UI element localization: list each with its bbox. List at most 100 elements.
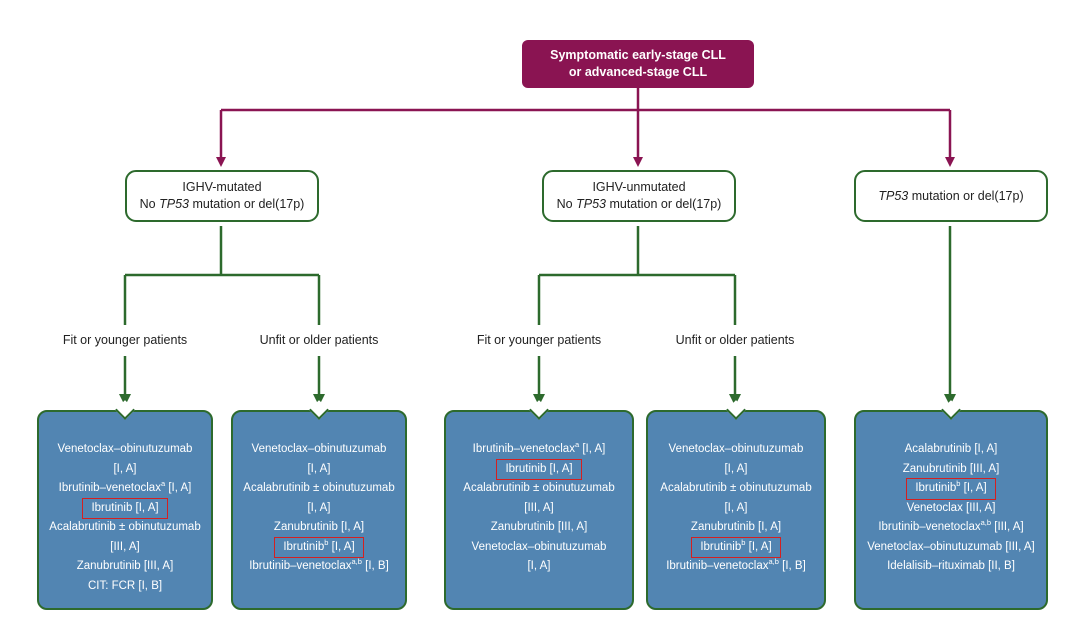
treatment-text: CIT: FCR [I, B]: [87, 579, 163, 592]
treatment-text: Venetoclax–obinutuzumab [III, A]: [867, 540, 1035, 553]
footnote-marker: b: [956, 479, 961, 489]
treatment-line-highlighted: Ibrutinib [I, A]: [82, 497, 168, 519]
footnote-marker: a,b: [980, 518, 992, 528]
root-connectors: [216, 88, 955, 167]
treatment-line: Zanubrutinib [III, A]: [856, 460, 1046, 480]
treatment-line: CIT: FCR [I, B]: [39, 577, 211, 597]
footnote-marker: a,b: [768, 557, 779, 567]
treatment-line: Acalabrutinib [I, A]: [856, 440, 1046, 460]
subtitle-gene: TP53: [576, 197, 606, 211]
treatment-line: Venetoclax–obinutuzumab: [39, 440, 211, 460]
footnote-marker: b: [324, 537, 329, 547]
treatment-text: Venetoclax–obinutuzumab: [57, 443, 193, 455]
treatment-text: Venetoclax–obinutuzumab: [668, 443, 804, 455]
treatment-line: Ibrutinib–venetoclaxa [I, A]: [39, 479, 211, 499]
evidence-grade: [I, A]: [165, 482, 192, 494]
treatment-line-highlighted: Ibrutinibb [I, A]: [691, 536, 781, 558]
treatment-line: Idelalisib–rituximab [II, B]: [856, 557, 1046, 577]
subtitle-gene: TP53: [159, 197, 189, 211]
category-subtitle: No TP53 mutation or del(17p): [140, 196, 305, 213]
footnote-marker: a: [160, 479, 166, 489]
treatment-line: [I, A]: [446, 557, 632, 577]
treatment-line: Acalabrutinib ± obinutuzumab: [446, 479, 632, 499]
treatment-line: Acalabrutinib ± obinutuzumab: [648, 479, 824, 499]
subtitle-suffix: mutation or del(17p): [908, 188, 1024, 203]
treatment-line: Venetoclax [III, A]: [856, 499, 1046, 519]
category-title: IGHV-unmutated: [592, 180, 686, 194]
evidence-grade: [I, A]: [960, 482, 987, 494]
evidence-grade: [I, B]: [778, 560, 806, 572]
treatment-text: [I, A]: [113, 462, 137, 475]
treatment-text: [III, A]: [524, 501, 554, 514]
root-node: Symptomatic early-stage CLL or advanced-…: [522, 40, 754, 88]
treatment-line: [III, A]: [39, 538, 211, 558]
treatment-line: Venetoclax–obinutuzumab [III, A]: [856, 538, 1046, 558]
treatment-line: [I, A]: [39, 460, 211, 480]
treatment-text: Ibrutinib–venetoclax: [666, 560, 769, 572]
treatment-line: Zanubrutinib [I, A]: [233, 518, 405, 538]
treatment-text: Acalabrutinib ± obinutuzumab: [463, 482, 615, 494]
subtitle-suffix: mutation or del(17p): [606, 197, 722, 211]
subgroup-label-unfit: Unfit or older patients: [259, 333, 379, 347]
evidence-grade: [I, B]: [361, 560, 389, 572]
treatment-line: [III, A]: [446, 499, 632, 519]
subgroup-label-fit: Fit or younger patients: [476, 333, 602, 347]
treatment-text: Ibrutinib–venetoclax: [878, 521, 981, 533]
treatment-text: Venetoclax [III, A]: [906, 501, 996, 514]
treatment-line-highlighted: Ibrutinib [I, A]: [496, 458, 582, 480]
treatment-line: Ibrutinib–venetoclaxa,b [I, B]: [648, 557, 824, 577]
treatment-text: Acalabrutinib ± obinutuzumab: [660, 482, 812, 494]
treatment-line: Zanubrutinib [I, A]: [648, 518, 824, 538]
category-ighv-mutated: IGHV-mutated No TP53 mutation or del(17p…: [125, 170, 319, 222]
treatment-line-highlighted: Ibrutinibb [I, A]: [274, 536, 364, 558]
subtitle-prefix: No: [556, 197, 577, 211]
treatment-box-tp53: Acalabrutinib [I, A] Zanubrutinib [III, A…: [854, 400, 1048, 610]
subtitle-gene: TP53: [878, 188, 909, 203]
root-line1: Symptomatic early-stage CLL: [550, 48, 726, 62]
treatment-line: [I, A]: [233, 499, 405, 519]
treatment-text: Zanubrutinib [I, A]: [690, 521, 782, 533]
treatment-text: Zanubrutinib [I, A]: [273, 521, 365, 533]
treatment-box-mutated-fit: Venetoclax–obinutuzumab[I, A]Ibrutinib–v…: [37, 400, 213, 610]
treatment-text: Venetoclax–obinutuzumab: [251, 443, 387, 455]
treatment-text: Ibrutinib [I, A]: [91, 501, 159, 514]
treatment-text: [I, A]: [724, 501, 748, 514]
treatment-line: Zanubrutinib [III, A]: [446, 518, 632, 538]
treatment-line: Acalabrutinib ± obinutuzumab: [39, 518, 211, 538]
footnote-marker: a,b: [351, 557, 362, 567]
treatment-text: Zanubrutinib [III, A]: [490, 521, 588, 533]
treatment-text: Ibrutinib: [700, 540, 742, 553]
treatment-line-highlighted: Ibrutinibb [I, A]: [906, 478, 996, 500]
treatment-text: Ibrutinib: [283, 540, 325, 553]
evidence-grade: [I, A]: [328, 540, 355, 553]
treatment-text: Acalabrutinib ± obinutuzumab: [49, 521, 201, 533]
treatment-text: [III, A]: [110, 540, 140, 553]
category-tp53: TP53 mutation or del(17p): [854, 170, 1048, 222]
treatment-text: Ibrutinib–venetoclax: [249, 560, 352, 572]
treatment-box-unmutated-fit: Ibrutinib–venetoclaxa [I, A]Ibrutinib [I…: [444, 400, 634, 610]
treatment-line: Acalabrutinib ± obinutuzumab: [233, 479, 405, 499]
treatment-line: [I, A]: [233, 460, 405, 480]
category-subtitle: No TP53 mutation or del(17p): [557, 196, 722, 213]
treatment-text: Acalabrutinib [I, A]: [904, 443, 998, 455]
category-ighv-unmutated: IGHV-unmutated No TP53 mutation or del(1…: [542, 170, 736, 222]
treatment-line: Venetoclax–obinutuzumab: [648, 440, 824, 460]
treatment-line: Zanubrutinib [III, A]: [39, 557, 211, 577]
subtitle-suffix: mutation or del(17p): [189, 197, 305, 211]
treatment-text: Ibrutinib–venetoclax: [58, 482, 161, 494]
evidence-grade: [I, A]: [745, 540, 772, 553]
category-title: IGHV-mutated: [182, 180, 262, 194]
root-line2: or advanced-stage CLL: [568, 65, 708, 79]
treatment-text: [I, A]: [527, 560, 551, 572]
subgroup-label-fit: Fit or younger patients: [62, 333, 188, 347]
treatment-text: Ibrutinib–venetoclax: [472, 443, 575, 455]
treatment-line: Venetoclax–obinutuzumab: [233, 440, 405, 460]
branch-connectors: [119, 226, 956, 406]
treatment-box-unmutated-unfit: Venetoclax–obinutuzumab [I, A] Acalabrutin…: [646, 400, 826, 610]
treatment-text: Ibrutinib [I, A]: [505, 462, 573, 475]
treatment-box-mutated-unfit: Venetoclax–obinutuzumab [I, A] Acalabrutin…: [231, 400, 407, 610]
treatment-text: Acalabrutinib ± obinutuzumab: [243, 482, 395, 494]
treatment-text: Zanubrutinib [III, A]: [902, 462, 1000, 475]
